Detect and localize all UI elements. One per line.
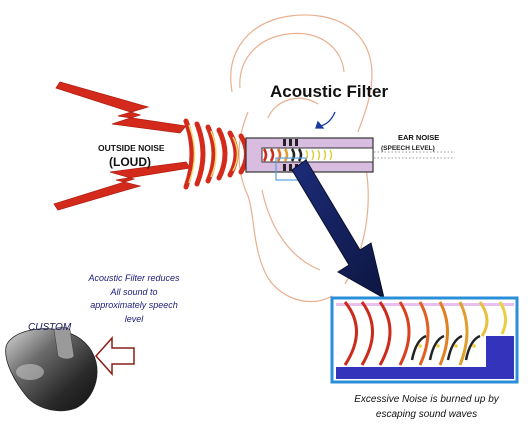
filter-note: Acoustic Filter reduces All sound to app…: [88, 272, 180, 326]
custom-earplug-icon: [6, 327, 97, 411]
diagram-title: Acoustic Filter: [270, 82, 388, 102]
outside-noise-label: OUTSIDE NOISE: [98, 143, 165, 153]
ear-noise-level-label: (SPEECH LEVEL): [381, 145, 435, 152]
zoom-arrow: [292, 160, 384, 298]
custom-label: CUSTOM: [28, 322, 71, 333]
excessive-noise-caption: Excessive Noise is burned up by escaping…: [334, 392, 519, 422]
pointer-arrow-icon: [96, 338, 134, 374]
curved-arrow-icon: [316, 112, 335, 128]
outside-noise-loud-label: (LOUD): [109, 155, 151, 169]
excessive-noise-inset: [332, 298, 517, 382]
ear-noise-label: EAR NOISE: [398, 133, 439, 142]
ear-noise-waves: [374, 152, 455, 158]
